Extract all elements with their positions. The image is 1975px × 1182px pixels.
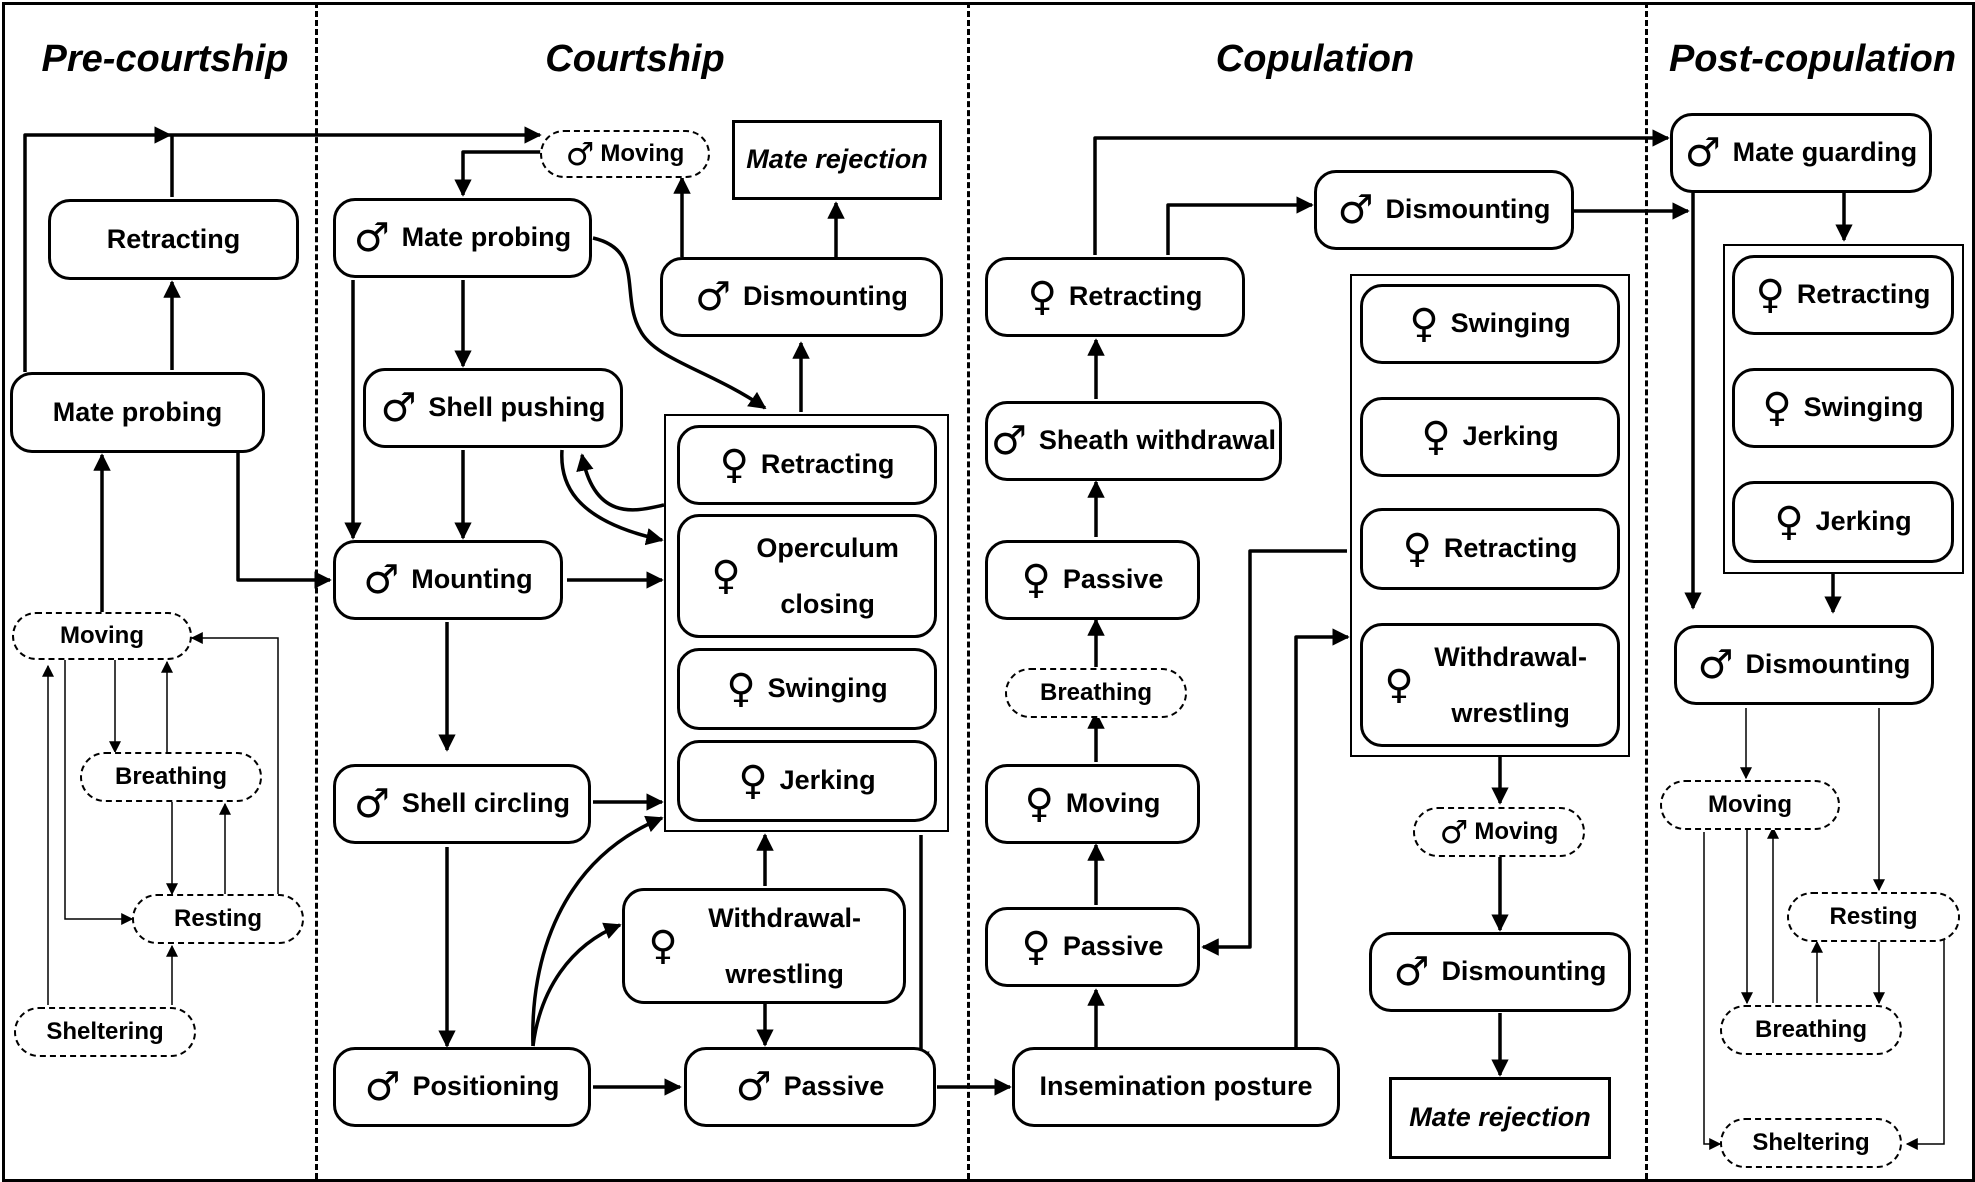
node-c-f-withdrawal-wrestling: ♀Withdrawal-wrestling: [622, 888, 906, 1004]
node-cp-f-jerking: ♀Jerking: [1360, 397, 1620, 477]
female-icon: ♀: [1409, 301, 1439, 347]
node-pre-resting: Resting: [132, 894, 304, 944]
node-cp-sheath-withdrawal: ♂Sheath withdrawal: [985, 401, 1282, 481]
male-icon: ♂: [1393, 949, 1430, 995]
node-cp-m-moving: ♂Moving: [1413, 807, 1585, 857]
female-icon: ♀: [726, 666, 756, 712]
node-c-positioning: ♂Positioning: [333, 1047, 591, 1127]
node-cp-passive-1: ♀Passive: [985, 540, 1200, 620]
node-pc-f-swinging: ♀Swinging: [1732, 368, 1954, 448]
node-c-mate-probing: ♂Mate probing: [333, 198, 592, 278]
postcopulation-female-group: [1723, 244, 1964, 574]
male-icon: ♂: [353, 215, 390, 261]
female-icon: ♀: [1402, 526, 1432, 572]
node-pre-sheltering: Sheltering: [14, 1007, 196, 1057]
node-pre-moving: Moving: [12, 612, 192, 660]
phase-title-postcopulation: Post-copulation: [1668, 38, 1957, 80]
node-c-f-jerking: ♀Jerking: [677, 740, 937, 822]
phase-divider-1: [315, 2, 318, 1179]
female-icon: ♀: [1021, 924, 1051, 970]
phase-title-copulation: Copulation: [1215, 38, 1415, 80]
phase-divider-2: [967, 2, 970, 1179]
female-icon: ♀: [1755, 272, 1785, 318]
node-pc-sheltering: Sheltering: [1720, 1118, 1902, 1168]
node-pc-resting: Resting: [1787, 892, 1960, 942]
node-c-passive: ♂Passive: [684, 1047, 936, 1127]
node-cp-retracting: ♀Retracting: [985, 257, 1245, 337]
male-icon: ♂: [364, 1064, 401, 1110]
node-cp-f-retracting: ♀Retracting: [1360, 508, 1620, 590]
node-pc-f-retracting: ♀Retracting: [1732, 255, 1954, 335]
node-cp-f-swinging: ♀Swinging: [1360, 284, 1620, 364]
node-cp-m-dismounting: ♂Dismounting: [1369, 932, 1631, 1012]
male-icon: ♂: [991, 418, 1027, 464]
node-pc-dismounting: ♂Dismounting: [1674, 625, 1934, 705]
female-icon: ♀: [738, 758, 768, 804]
courtship-female-group: [664, 414, 949, 832]
node-c-f-retracting: ♀Retracting: [677, 425, 937, 505]
node-c-mounting: ♂Mounting: [333, 540, 563, 620]
node-pre-retracting: Retracting: [48, 199, 299, 280]
female-icon: ♀: [1027, 274, 1057, 320]
node-pre-mate-probing: Mate probing: [10, 372, 265, 453]
node-cp-insemination-posture: Insemination posture: [1012, 1047, 1340, 1127]
node-pc-moving: Moving: [1660, 780, 1840, 830]
male-icon: ♂: [380, 385, 417, 431]
male-icon: ♂: [1684, 130, 1721, 176]
male-icon: ♂: [354, 781, 390, 827]
phase-title-precourtship: Pre-courtship: [41, 38, 289, 80]
female-icon: ♀: [1024, 781, 1054, 827]
node-cp-dismounting: ♂Dismounting: [1314, 170, 1574, 250]
female-icon: ♀: [711, 553, 741, 599]
female-icon: ♀: [1384, 662, 1414, 708]
node-c-moving: ♂Moving: [540, 130, 710, 178]
phase-divider-3: [1645, 2, 1648, 1179]
female-icon: ♀: [719, 442, 749, 488]
node-pc-breathing: Breathing: [1720, 1005, 1902, 1055]
female-icon: ♀: [1762, 385, 1792, 431]
female-icon: ♀: [1021, 557, 1051, 603]
node-cp-breathing: Breathing: [1005, 668, 1187, 718]
male-icon: ♂: [363, 557, 400, 603]
node-cp-moving: ♀Moving: [985, 764, 1200, 844]
node-c-dismounting: ♂Dismounting: [660, 257, 943, 337]
node-c-mate-rejection: Mate rejection: [732, 120, 942, 200]
female-icon: ♀: [648, 923, 678, 969]
male-icon: ♂: [695, 274, 731, 320]
node-c-shell-circling: ♂Shell circling: [333, 764, 591, 844]
node-cp-mate-rejection: Mate rejection: [1389, 1077, 1611, 1159]
male-icon: ♂: [1697, 642, 1734, 688]
male-icon: ♂: [1439, 813, 1469, 851]
node-cp-f-withdrawal-wrestling: ♀Withdrawal-wrestling: [1360, 623, 1620, 747]
copulation-female-group: [1350, 274, 1630, 757]
node-cp-passive-2: ♀Passive: [985, 907, 1200, 987]
male-icon: ♂: [735, 1064, 772, 1110]
female-icon: ♀: [1421, 414, 1451, 460]
female-icon: ♀: [1774, 499, 1804, 545]
node-pre-breathing: Breathing: [80, 752, 262, 802]
node-c-f-swinging: ♀Swinging: [677, 648, 937, 730]
node-pc-f-jerking: ♀Jerking: [1732, 481, 1954, 563]
male-icon: ♂: [565, 135, 595, 173]
node-pc-mate-guarding: ♂Mate guarding: [1670, 113, 1932, 193]
node-c-f-operculum-closing: ♀Operculum closing: [677, 514, 937, 638]
male-icon: ♂: [1337, 187, 1374, 233]
phase-title-courtship: Courtship: [545, 38, 725, 80]
node-c-shell-pushing: ♂Shell pushing: [363, 368, 623, 448]
